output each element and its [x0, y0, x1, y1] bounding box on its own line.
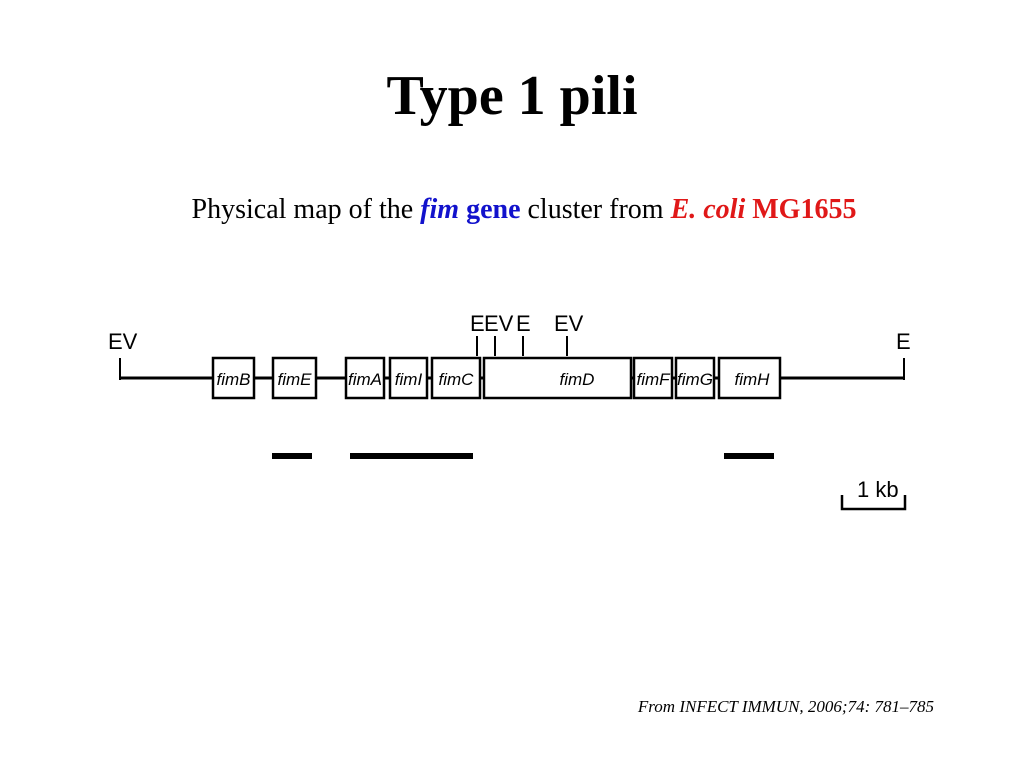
subtitle-strain: MG1655 — [752, 194, 857, 225]
gene-box-fimg — [674, 356, 716, 400]
site-label-ev-left: EV — [108, 329, 138, 354]
gene-label-fima: fimA — [348, 370, 382, 389]
region-bar — [724, 453, 774, 459]
gene-box-fimf — [632, 356, 674, 400]
site-label-ev: EV — [484, 311, 514, 336]
gene-label-fimd: fimD — [560, 370, 595, 389]
gene-box-fima — [344, 356, 386, 400]
scale-bar-label: 1 kb — [857, 477, 899, 502]
gene-label-fimg: fimG — [677, 370, 713, 389]
subtitle-prefix: Physical map of the — [191, 194, 414, 225]
gene-label-fime: fimE — [278, 370, 313, 389]
gene-box-fimi — [388, 356, 429, 400]
gene-label-fimb: fimB — [217, 370, 251, 389]
subtitle-gene: gene — [466, 194, 521, 225]
subtitle-fim: fim — [420, 194, 460, 225]
gene-label-fimc: fimC — [439, 370, 475, 389]
gene-box-fimb — [211, 356, 256, 400]
region-bar — [350, 453, 473, 459]
gene-box-fime — [271, 356, 318, 400]
subtitle: Physical map of the fim gene cluster fro… — [0, 190, 1024, 230]
gene-box-fimc — [430, 356, 482, 400]
subtitle-species: E. coli — [670, 194, 746, 225]
scale-bar — [840, 495, 907, 511]
site-label-e: E — [470, 311, 485, 336]
site-label-e-right: E — [896, 329, 911, 354]
slide-title: Type 1 pili — [386, 65, 638, 127]
subtitle-middle: cluster from — [527, 194, 664, 225]
citation: From INFECT IMMUN, 2006;74: 781–785 — [637, 697, 934, 716]
site-label-ev: EV — [554, 311, 584, 336]
site-label-e: E — [516, 311, 531, 336]
gene-box-fimh — [717, 356, 782, 400]
gene-label-fimf: fimF — [636, 370, 671, 389]
gene-label-fimh: fimH — [735, 370, 771, 389]
gene-box-fimd — [482, 356, 633, 400]
gene-label-fimi: fimI — [395, 370, 423, 389]
region-bar — [272, 453, 312, 459]
